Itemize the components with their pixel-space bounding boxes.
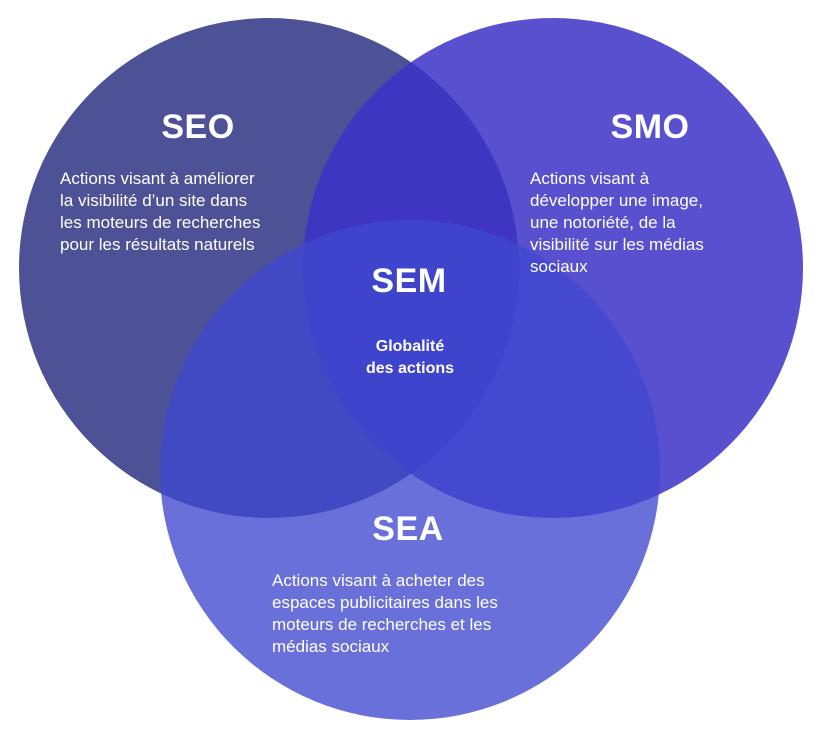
seo-description: Actions visant à améliorer la visibilité… bbox=[60, 169, 261, 254]
smo-description: Actions visant à développer une image, u… bbox=[530, 169, 704, 276]
seo-title: SEO bbox=[161, 108, 235, 146]
sem-title: SEM bbox=[371, 262, 447, 300]
sem-description: Globalité des actions bbox=[365, 338, 455, 377]
sea-description: Actions visant à acheter des espaces pub… bbox=[272, 571, 498, 656]
smo-title: SMO bbox=[610, 108, 690, 146]
sea-circle bbox=[160, 220, 660, 720]
sea-title: SEA bbox=[372, 510, 444, 548]
